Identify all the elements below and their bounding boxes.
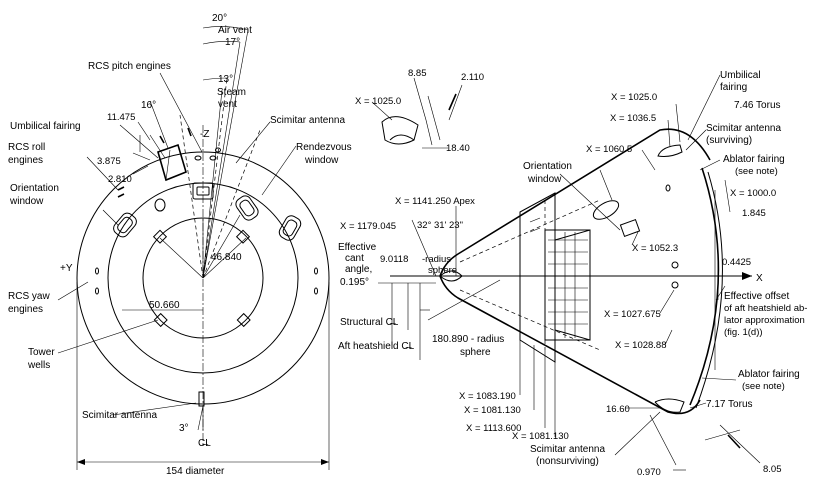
offset-label-4: (fig. 1(d))	[724, 327, 763, 338]
x-1036-5-label: X = 1036.5	[610, 113, 656, 124]
x-1081-130a-label: X = 1081.130	[464, 405, 521, 416]
torus-746-label: 7.46 Torus	[734, 100, 781, 111]
right-view-geometry	[378, 74, 761, 471]
orientation-window-shape	[113, 212, 137, 238]
dim-885-label: 8.85	[408, 68, 427, 79]
x-1052-3-label: X = 1052.3	[632, 243, 678, 254]
structural-cl-label: Structural C̶L	[340, 317, 399, 328]
rendezvous-label-1: Rendezvous	[296, 142, 352, 153]
ablator-top-label-1: Ablator fairing	[723, 154, 785, 165]
x-1025-0-label: X = 1025.0	[611, 92, 657, 103]
dim-90118-label: 9.0118	[380, 254, 408, 265]
apex-label: X = 1141.250 Apex	[395, 196, 475, 207]
aft-heatshield-cl-label: Aft heatshield C̶L	[338, 341, 415, 352]
scimitar-antenna-bottom-label: Scimitar antenna	[82, 410, 157, 421]
dim-805-label: 8.05	[763, 464, 782, 475]
offset-label-3: lator approximation	[724, 315, 805, 326]
rcs-roll-label-2: engines	[8, 155, 43, 166]
rendezvous-label-2: window	[304, 155, 339, 166]
dim-2810-label: 2.810	[108, 174, 132, 185]
plus-y-label: +Y	[60, 263, 73, 274]
x-axis-label: X	[756, 273, 763, 284]
dim-1840-label: 18.40	[446, 143, 470, 154]
orientation-label-1: Orientation	[10, 183, 59, 194]
umbilical-fairing-label: Umbilical fairing	[10, 121, 81, 132]
bottom-scimitar-shape	[198, 391, 205, 407]
scimitar-nonsurviving-label-2: (nonsurviving)	[536, 456, 599, 467]
radius-180-label: 180.890 - radius	[432, 334, 504, 345]
dim-11475-label: 11.475	[107, 112, 135, 123]
sphere-label: sphere	[460, 347, 491, 358]
dim-3875-label: 3.875	[97, 156, 121, 167]
x-1179-label: X = 1179.045	[340, 221, 396, 232]
steam-label: Steam	[217, 87, 246, 98]
vent-label: vent	[218, 99, 237, 110]
radius-label-1: -radius	[422, 254, 451, 265]
cant-label-1: Effective	[338, 242, 377, 253]
x-1083-190-label: X = 1083.190	[459, 391, 516, 402]
scimitar-nonsurviving-label-1: Scimitar antenna	[530, 444, 605, 455]
scimitar-antenna-top-label: Scimitar antenna	[270, 115, 345, 126]
offset-label-1: Effective offset	[724, 291, 789, 302]
radius-label-2: sphere	[428, 265, 457, 276]
angle-3-label: 3°	[179, 423, 189, 434]
ablator-bottom-label-2: (see note)	[742, 381, 785, 392]
orientation-label-2: window	[9, 196, 44, 207]
offset-label-2: of aft heatshield ab-	[724, 303, 807, 314]
x-1081-130b-label: X = 1081.130	[512, 431, 569, 442]
air-vent-label: Air vent	[218, 25, 252, 36]
diameter-label: 154 diameter	[166, 466, 225, 477]
dim-1845-label: 1.845	[742, 208, 766, 219]
cant-label-4: 0.195°	[340, 277, 369, 288]
x-1027-675-label: X = 1027.675	[604, 309, 661, 320]
umbilical-fairing-box	[157, 143, 187, 182]
centerline-symbol: C̶L	[198, 438, 211, 449]
x-1000-label: X = 1000.0	[730, 188, 776, 199]
left-view-geometry	[57, 26, 330, 470]
rcs-pitch-label: RCS pitch engines	[88, 61, 171, 72]
umbilical-label-1: Umbilical	[720, 70, 761, 81]
x-1028-88-label: X = 1028.88	[615, 340, 667, 351]
cant-label-3: angle,	[345, 264, 372, 275]
ablator-top-label-2: (see note)	[735, 166, 778, 177]
cant-label-2: cant	[345, 253, 364, 264]
torus-717-label: 7.17 Torus	[706, 399, 753, 410]
angle-20-label: 20°	[212, 13, 227, 24]
scimitar-surviving-label-1: Scimitar antenna	[706, 123, 781, 134]
x-1060-5-label: X = 1060.5	[586, 144, 632, 155]
dim-04425-label: 0.4425	[722, 257, 751, 268]
rcs-yaw-label-2: engines	[8, 304, 43, 315]
detail-view-geometry	[371, 77, 463, 149]
dim-2110-label: 2.110	[461, 72, 484, 83]
rcs-roll-label-1: RCS roll	[8, 142, 45, 153]
tower-wells-label-1: Tower	[28, 347, 55, 358]
orientation-right-label-2: window	[527, 174, 562, 185]
x-1113-600-label: X = 1113.600	[466, 423, 521, 434]
angle-32-label: 32° 31' 23"	[417, 220, 463, 231]
dim-46840-label: 46.840	[211, 252, 242, 263]
angle-16-label: 16°	[141, 100, 156, 111]
angle-17-label: 17°	[225, 37, 240, 48]
tower-wells-label-2: wells	[27, 360, 50, 371]
ablator-bottom-label-1: Ablator fairing	[738, 369, 800, 380]
detail-x1025-label: X = 1025.0	[355, 96, 401, 107]
dim-0970-label: 0.970	[637, 467, 661, 478]
outer-circle	[76, 151, 330, 405]
cone-lower-edge	[439, 275, 701, 415]
dim-50660-label: 50.660	[149, 300, 180, 311]
orientation-right-label-1: Orientation	[523, 161, 572, 172]
cone-upper-edge	[439, 128, 711, 277]
scimitar-surviving-label-2: (surviving)	[706, 135, 752, 146]
umbilical-label-2: fairing	[720, 82, 747, 93]
dim-1660-label: 16.60	[606, 404, 630, 415]
aft-heatshield-arc	[689, 167, 720, 406]
minus-z-label: -Z	[200, 129, 209, 140]
rcs-yaw-label-1: RCS yaw	[8, 291, 50, 302]
angle-13-label: 13°	[218, 74, 233, 85]
